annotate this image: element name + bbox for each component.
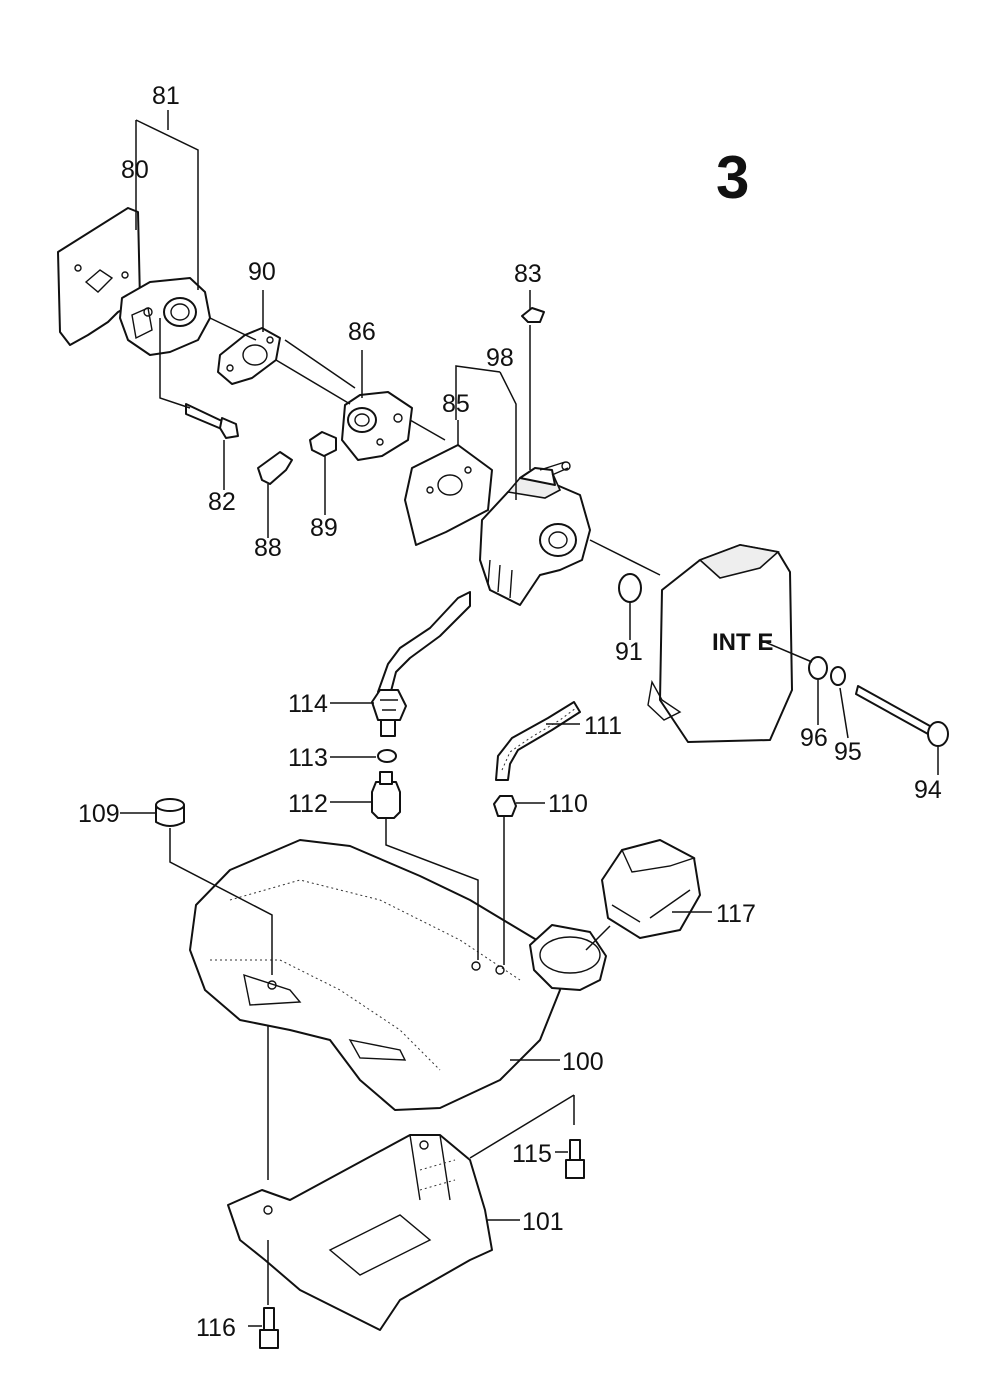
- filter-ring: [377, 749, 397, 763]
- label-85: 85: [442, 390, 470, 418]
- label-116: 116: [196, 1314, 236, 1342]
- spring-washer: [830, 666, 846, 686]
- mounting-bolt: [185, 403, 239, 439]
- fuel-hose: [377, 591, 471, 696]
- label-96: 96: [800, 724, 828, 752]
- throttle-clip: [521, 307, 545, 323]
- part-labels: 81 80 90 86 83 98 85 82 88 89 91 96 95 9…: [78, 82, 942, 1342]
- carburetor: [479, 461, 591, 606]
- carburetor-gasket: [404, 444, 493, 546]
- heat-shield-plate: [57, 207, 141, 346]
- carburetor-adapter: [341, 391, 413, 461]
- label-98: 98: [486, 344, 514, 372]
- label-80: 80: [121, 156, 149, 184]
- fuel-nipple: [257, 451, 293, 485]
- label-86: 86: [348, 318, 376, 346]
- label-110: 110: [548, 790, 588, 818]
- label-100: 100: [562, 1048, 604, 1076]
- air-filter-cover-text: INT E: [712, 629, 773, 656]
- bracket-screw-116: [259, 1307, 279, 1349]
- rubber-mount: [155, 798, 185, 827]
- label-114: 114: [288, 690, 328, 718]
- hex-nut: [309, 431, 337, 457]
- fuel-cap: [601, 839, 701, 939]
- label-95: 95: [834, 738, 862, 766]
- label-111: 111: [584, 712, 622, 740]
- label-115: 115: [512, 1140, 552, 1168]
- label-89: 89: [310, 514, 338, 542]
- page-number: 3: [716, 144, 749, 211]
- label-83: 83: [514, 260, 542, 288]
- label-88: 88: [254, 534, 282, 562]
- label-112: 112: [288, 790, 328, 818]
- label-94: 94: [914, 776, 942, 804]
- label-91: 91: [615, 638, 643, 666]
- label-81: 81: [152, 82, 180, 110]
- label-101: 101: [522, 1208, 564, 1236]
- label-82: 82: [208, 488, 236, 516]
- label-90: 90: [248, 258, 276, 286]
- tank-grommet: [493, 795, 517, 817]
- o-ring: [618, 573, 642, 603]
- intake-insulator-block: [119, 277, 211, 356]
- cover-bolt: [855, 685, 949, 747]
- fuel-pickup-weight: [371, 771, 401, 819]
- tank-bracket: [227, 1134, 493, 1331]
- air-filter-cover: INT E: [647, 544, 793, 743]
- leader-lines: [120, 110, 939, 1327]
- fuel-tank: [189, 839, 607, 1111]
- fuel-filter: [371, 689, 407, 737]
- flat-washer: [808, 656, 828, 680]
- label-109: 109: [78, 800, 120, 828]
- label-117: 117: [716, 900, 756, 928]
- breather-tube: [495, 701, 581, 781]
- label-113: 113: [288, 744, 328, 772]
- bracket-screw-115: [565, 1139, 585, 1179]
